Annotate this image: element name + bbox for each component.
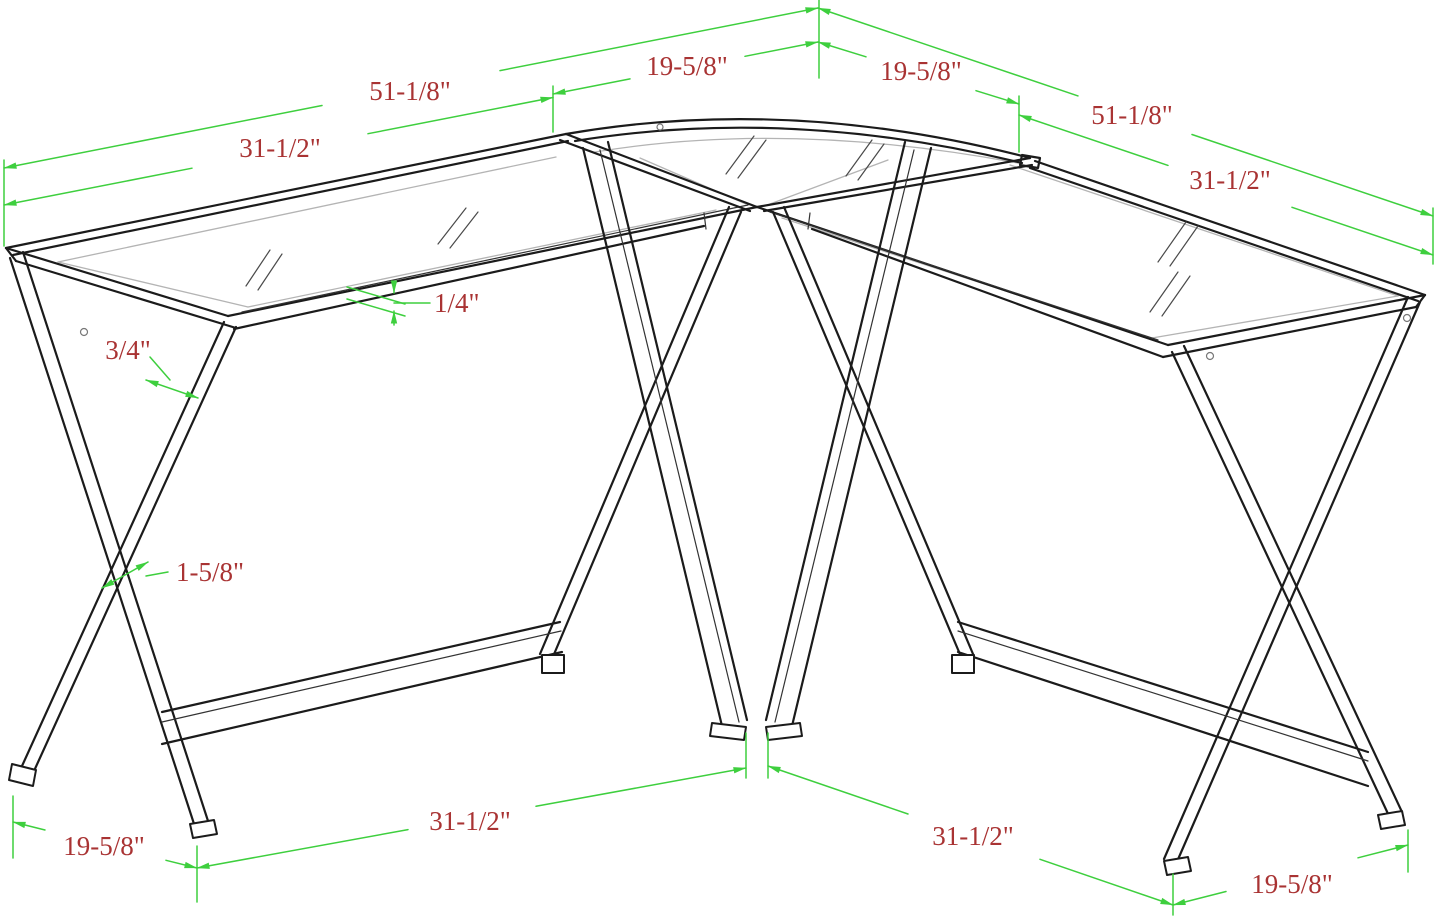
dim-bottom-right-depth: 19-5/8" [1251,869,1333,899]
dim-bottom-left-width: 31-1/2" [429,806,511,836]
dim-glass-thickness: 1/4" [434,288,480,318]
dim-top-right-outer: 51-1/8" [1091,100,1173,130]
dim-leg-width: 1-5/8" [176,557,244,587]
dim-top-right-inner: 31-1/2" [1189,165,1271,195]
dim-top-center-right: 19-5/8" [880,56,962,86]
leg-feet [8,654,1406,876]
dim-bottom-right-width: 31-1/2" [932,821,1014,851]
x-frame-legs [8,140,1422,866]
dim-bottom-left-depth: 19-5/8" [63,831,145,861]
dim-frame-tube: 3/4" [105,335,151,365]
dimension-lines [4,0,1433,915]
dim-top-center-left: 19-5/8" [646,51,728,81]
dim-top-left-inner: 31-1/2" [239,133,321,163]
dimension-labels: 51-1/8" 31-1/2" 19-5/8" 19-5/8" 51-1/8" … [63,51,1333,899]
dim-top-left-outer: 51-1/8" [369,76,451,106]
